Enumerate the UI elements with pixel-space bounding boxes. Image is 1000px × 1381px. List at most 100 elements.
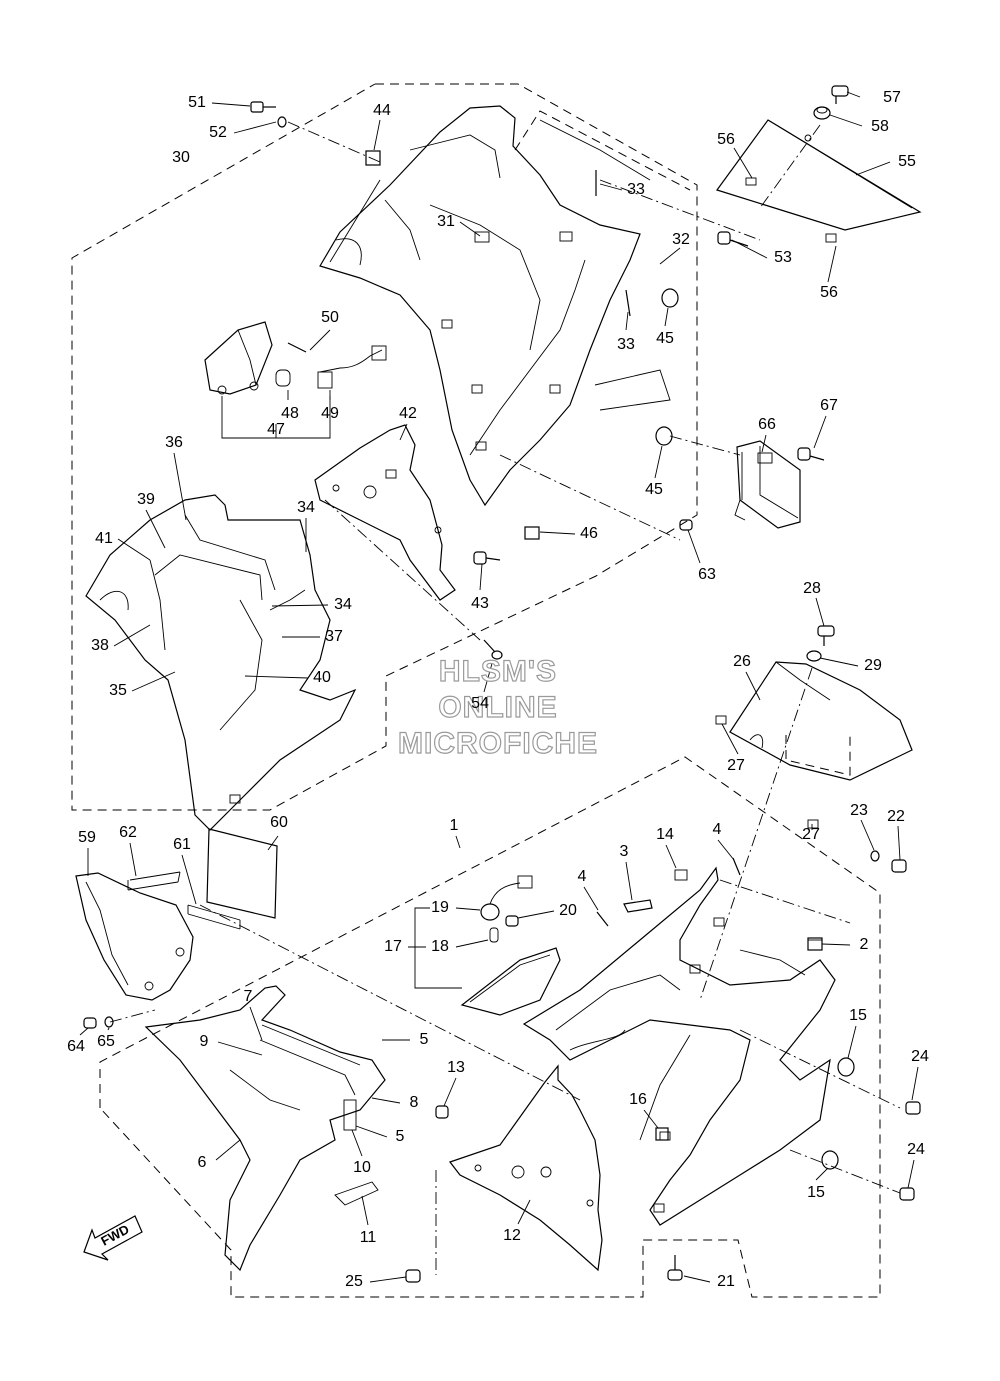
callout-c40: 40 [313,669,331,686]
visor-subframe [785,735,851,776]
callout-c67: 67 [820,397,838,414]
callout-c30: 30 [172,149,190,166]
callout-c15a: 15 [849,1007,867,1024]
callout-c29: 29 [864,657,882,674]
callout-c33b: 33 [617,336,635,353]
callout-c53: 53 [774,249,792,266]
callout-c64: 64 [67,1038,85,1055]
callout-c16: 16 [629,1091,647,1108]
callout-c9: 9 [200,1033,209,1050]
screen-subframe [514,110,691,191]
callout-c33a: 33 [627,181,645,198]
watermark-line-1: HLSM'S [439,655,557,688]
callout-c27a: 27 [727,757,745,774]
side-panel-59 [75,872,194,1001]
callout-c31: 31 [437,213,455,230]
callout-c42: 42 [399,405,417,422]
callout-c2: 2 [860,936,869,953]
callout-c24b: 24 [907,1141,925,1158]
callout-c18: 18 [431,938,449,955]
callout-c1: 1 [450,817,459,834]
callout-c61: 61 [173,836,191,853]
side-cover-6 [144,985,386,1272]
side-cowling-1 [522,866,836,1226]
callout-c3: 3 [620,843,629,860]
callout-c11: 11 [360,1229,377,1246]
inner-panel-42 [314,424,456,601]
screw-28 [817,625,835,646]
callout-c17: 17 [384,938,402,955]
callout-c34b: 34 [334,596,352,613]
fwd-label: FWD [98,1222,131,1249]
callout-c58: 58 [871,118,889,135]
callout-c38: 38 [91,637,109,654]
callout-c22: 22 [887,808,905,825]
watermark-line-2: ONLINE [438,691,557,724]
callout-c35: 35 [109,682,127,699]
screw-57 [831,85,849,104]
leader-lines [79,91,919,1283]
flasher-light-17 [460,875,561,1016]
callout-c55: 55 [898,153,916,170]
callout-c45a: 45 [656,330,674,347]
grommet-58 [813,106,831,120]
callout-c5b: 5 [396,1128,405,1145]
callout-c25: 25 [345,1273,363,1290]
stay-66 [734,440,801,529]
callout-c27b: 27 [802,826,820,843]
callout-c7: 7 [244,988,253,1005]
callout-c28: 28 [803,580,821,597]
callout-c36: 36 [165,434,183,451]
callout-c12: 12 [503,1227,521,1244]
assembly-lines [109,121,901,1275]
callout-c32: 32 [672,231,690,248]
callout-c60: 60 [270,814,288,831]
callout-c13: 13 [447,1059,465,1076]
callout-c23: 23 [850,802,868,819]
windscreen-55 [716,119,922,243]
callout-c8: 8 [410,1094,419,1111]
callout-c24a: 24 [911,1048,929,1065]
callout-c66: 66 [758,416,776,433]
forward-direction-arrow: FWD [83,1215,143,1261]
callout-c49: 49 [321,405,339,422]
grommet-29 [806,650,822,662]
callout-c44: 44 [373,102,391,119]
callout-c65: 65 [97,1033,115,1050]
watermark: HLSM'S ONLINE MICROFICHE [397,654,598,760]
callout-c46: 46 [580,525,598,542]
lower-assembly-boundary [99,756,881,1298]
callout-c63: 63 [698,566,716,583]
callout-c5a: 5 [420,1031,429,1048]
emblem-61 [187,904,241,930]
callout-c59: 59 [78,829,96,846]
visor-26 [715,661,913,829]
callout-c39: 39 [137,491,155,508]
decal-60 [206,828,278,919]
inner-panel-12 [449,1064,603,1272]
callout-c51: 51 [188,94,206,111]
upper-cowling [319,105,671,507]
callout-c41: 41 [95,530,113,547]
callout-c56a: 56 [717,131,735,148]
callout-c26: 26 [733,653,751,670]
callout-c37: 37 [325,628,343,645]
callout-c4a: 4 [713,821,722,838]
callout-c54: 54 [471,695,489,712]
callout-c21: 21 [717,1273,735,1290]
callout-c52: 52 [209,124,227,141]
watermark-line-3: MICROFICHE [398,727,598,760]
callout-c6: 6 [198,1154,207,1171]
flasher-light-47 [204,321,387,395]
inner-cowling-35 [85,494,357,831]
callout-c19: 19 [431,899,449,916]
callout-c57: 57 [883,89,901,106]
upper-assembly-boundary [71,83,698,811]
callout-c56b: 56 [820,284,838,301]
emblem-62 [127,871,181,891]
callout-c15b: 15 [807,1184,825,1201]
callout-c10: 10 [353,1159,371,1176]
callout-c45b: 45 [645,481,663,498]
